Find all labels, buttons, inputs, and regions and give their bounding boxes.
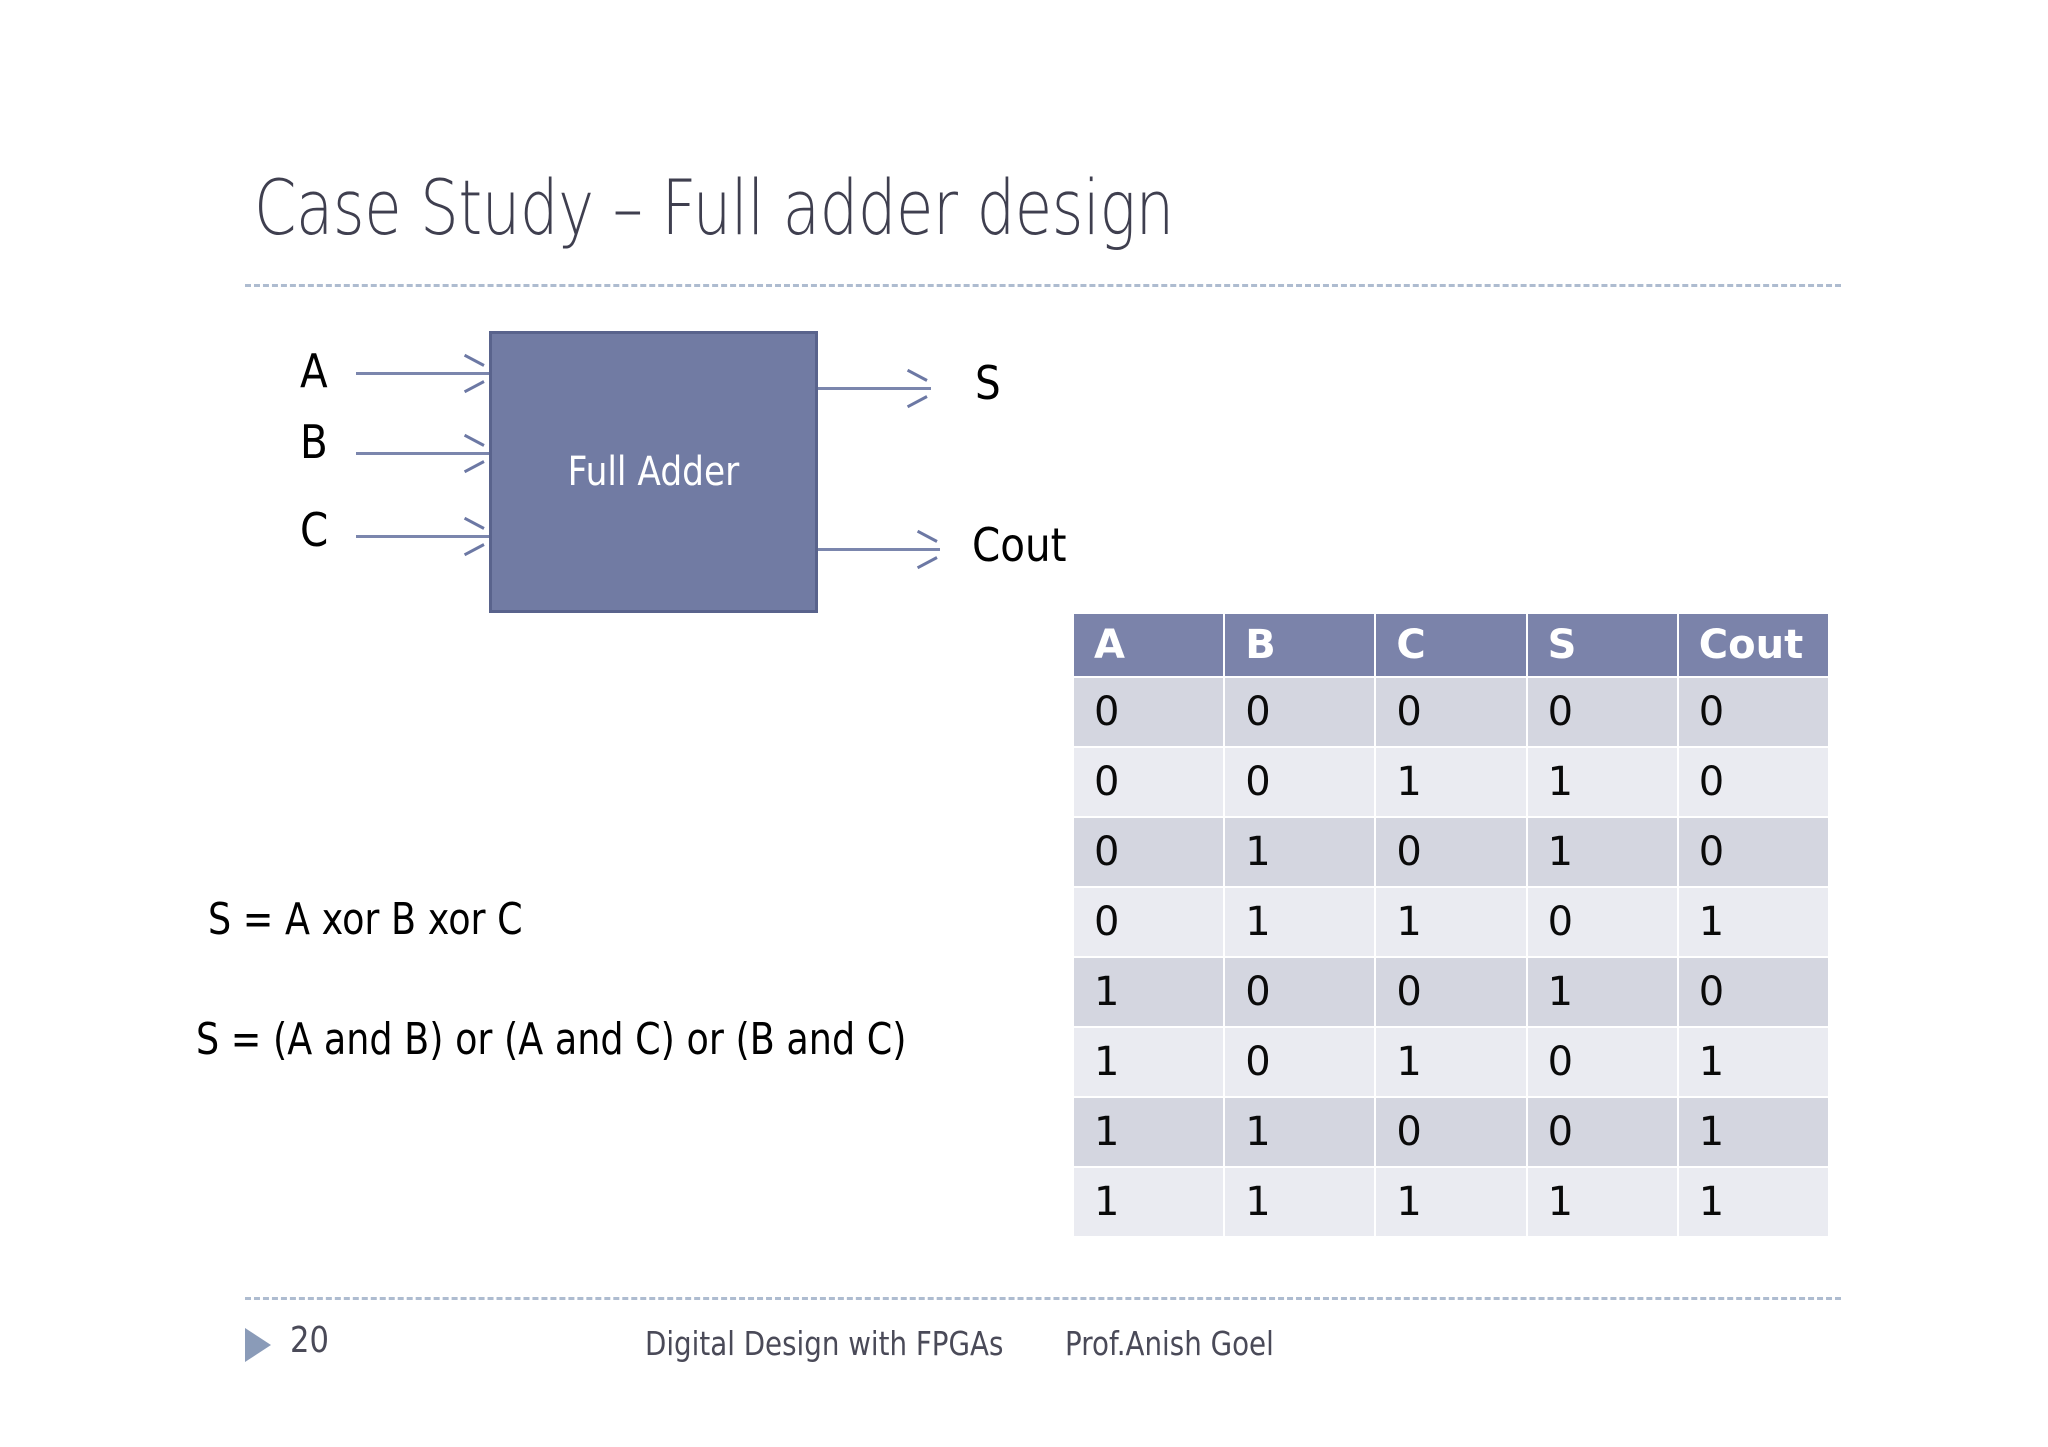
truth-table-head: A B C S Cout bbox=[1074, 614, 1828, 676]
table-row: 1 1 1 1 1 bbox=[1074, 1168, 1828, 1236]
cell-c: 0 bbox=[1376, 678, 1526, 746]
input-label-b: B bbox=[300, 415, 328, 469]
cell-c: 1 bbox=[1376, 888, 1526, 956]
cell-a: 1 bbox=[1074, 1098, 1224, 1166]
cell-cout: 1 bbox=[1678, 1098, 1828, 1166]
table-row: 1 1 0 0 1 bbox=[1074, 1098, 1828, 1166]
truth-table-header-row: A B C S Cout bbox=[1074, 614, 1828, 676]
truth-table: A B C S Cout 0 0 0 0 0 0 0 1 1 0 bbox=[1072, 612, 1830, 1238]
cell-cout: 1 bbox=[1678, 888, 1828, 956]
column-header-c: C bbox=[1376, 614, 1526, 676]
column-header-b: B bbox=[1225, 614, 1375, 676]
input-label-c: C bbox=[300, 503, 329, 557]
full-adder-block-label: Full Adder bbox=[567, 449, 740, 495]
output-arrowhead-s bbox=[905, 376, 923, 398]
triangle-right-icon bbox=[245, 1328, 271, 1362]
cell-c: 1 bbox=[1376, 1168, 1526, 1236]
footer-author-name: Prof.Anish Goel bbox=[1065, 1324, 1274, 1363]
table-row: 1 0 0 1 0 bbox=[1074, 958, 1828, 1026]
cell-cout: 0 bbox=[1678, 748, 1828, 816]
cell-cout: 0 bbox=[1678, 818, 1828, 886]
footer-course-name: Digital Design with FPGAs bbox=[645, 1324, 1004, 1363]
equation-carry: S = (A and B) or (A and C) or (B and C) bbox=[196, 1014, 907, 1065]
cell-a: 0 bbox=[1074, 888, 1224, 956]
output-arrowhead-cout bbox=[915, 537, 933, 559]
title-divider bbox=[245, 284, 1841, 287]
cell-a: 1 bbox=[1074, 1028, 1224, 1096]
equation-sum: S = A xor B xor C bbox=[208, 894, 523, 945]
table-row: 0 1 0 1 0 bbox=[1074, 818, 1828, 886]
cell-b: 0 bbox=[1225, 1028, 1375, 1096]
table-row: 1 0 1 0 1 bbox=[1074, 1028, 1828, 1096]
cell-cout: 1 bbox=[1678, 1028, 1828, 1096]
output-label-cout: Cout bbox=[972, 518, 1067, 572]
page-number: 20 bbox=[290, 1320, 329, 1361]
footer-divider bbox=[245, 1297, 1841, 1300]
cell-c: 0 bbox=[1376, 818, 1526, 886]
cell-b: 1 bbox=[1225, 1098, 1375, 1166]
input-arrowhead-a bbox=[462, 361, 480, 383]
cell-b: 1 bbox=[1225, 818, 1375, 886]
cell-c: 0 bbox=[1376, 1098, 1526, 1166]
truth-table-body: 0 0 0 0 0 0 0 1 1 0 0 1 0 1 0 0 bbox=[1074, 678, 1828, 1236]
cell-b: 1 bbox=[1225, 1168, 1375, 1236]
table-row: 0 0 0 0 0 bbox=[1074, 678, 1828, 746]
cell-a: 0 bbox=[1074, 678, 1224, 746]
input-wire-a bbox=[356, 372, 489, 375]
cell-s: 0 bbox=[1527, 678, 1677, 746]
table-row: 0 0 1 1 0 bbox=[1074, 748, 1828, 816]
cell-a: 1 bbox=[1074, 958, 1224, 1026]
cell-s: 1 bbox=[1527, 818, 1677, 886]
cell-c: 1 bbox=[1376, 1028, 1526, 1096]
cell-b: 0 bbox=[1225, 678, 1375, 746]
cell-c: 1 bbox=[1376, 748, 1526, 816]
output-label-s: S bbox=[975, 356, 1001, 410]
cell-b: 0 bbox=[1225, 958, 1375, 1026]
cell-b: 1 bbox=[1225, 888, 1375, 956]
column-header-s: S bbox=[1527, 614, 1677, 676]
input-wire-b bbox=[356, 452, 489, 455]
cell-s: 0 bbox=[1527, 1028, 1677, 1096]
full-adder-block: Full Adder bbox=[489, 331, 818, 613]
input-wire-c bbox=[356, 535, 489, 538]
cell-cout: 0 bbox=[1678, 958, 1828, 1026]
cell-s: 1 bbox=[1527, 1168, 1677, 1236]
input-label-a: A bbox=[300, 344, 328, 398]
cell-a: 0 bbox=[1074, 748, 1224, 816]
cell-cout: 0 bbox=[1678, 678, 1828, 746]
output-wire-s bbox=[818, 387, 931, 390]
cell-s: 0 bbox=[1527, 1098, 1677, 1166]
slide-footer: 20 Digital Design with FPGAs Prof.Anish … bbox=[245, 1320, 1845, 1380]
table-row: 0 1 1 0 1 bbox=[1074, 888, 1828, 956]
cell-a: 1 bbox=[1074, 1168, 1224, 1236]
cell-b: 0 bbox=[1225, 748, 1375, 816]
page-title: Case Study – Full adder design bbox=[254, 163, 1174, 252]
input-arrowhead-c bbox=[462, 524, 480, 546]
cell-s: 1 bbox=[1527, 748, 1677, 816]
column-header-a: A bbox=[1074, 614, 1224, 676]
cell-a: 0 bbox=[1074, 818, 1224, 886]
cell-c: 0 bbox=[1376, 958, 1526, 1026]
cell-cout: 1 bbox=[1678, 1168, 1828, 1236]
column-header-cout: Cout bbox=[1678, 614, 1828, 676]
output-wire-cout bbox=[818, 548, 940, 551]
cell-s: 0 bbox=[1527, 888, 1677, 956]
cell-s: 1 bbox=[1527, 958, 1677, 1026]
input-arrowhead-b bbox=[462, 441, 480, 463]
